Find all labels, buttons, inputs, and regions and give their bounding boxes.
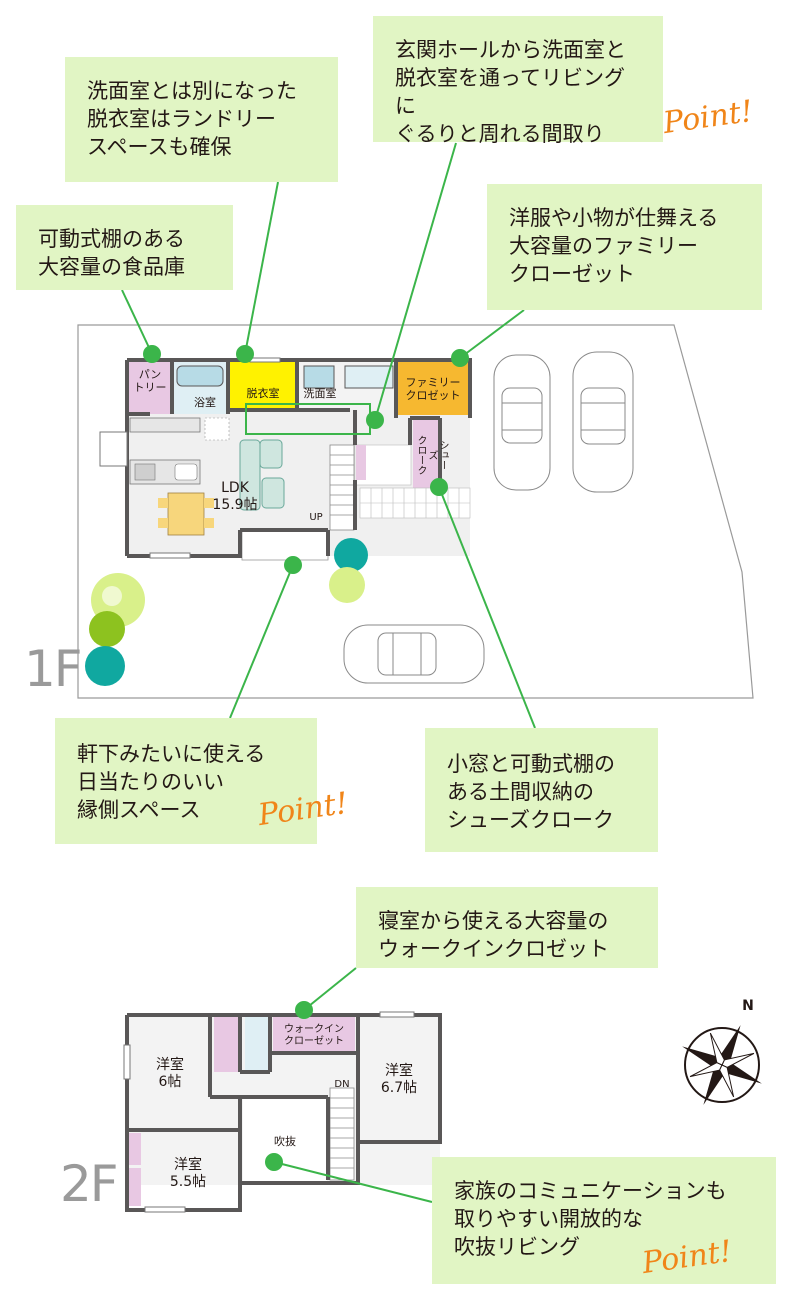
house-1f	[99, 357, 472, 561]
room-label-pantry: パン トリー	[133, 368, 167, 394]
room-label-2f-room1: 洋室	[156, 1057, 184, 1073]
engawa-deck	[241, 529, 329, 561]
car-icon-2	[572, 351, 634, 493]
floor-label-1f: 1F	[24, 640, 83, 698]
room-label-family-closet: ファミリー クロゼット	[405, 376, 461, 402]
room-label-2f-room2: 洋室	[385, 1063, 413, 1079]
room-label-shoe-cloak: シュー ズ クローク	[415, 435, 448, 475]
car-icons	[343, 351, 634, 684]
room-label-2f-room3-size: 5.5帖	[169, 1174, 207, 1190]
callout-walk-in: 寝室から使える大容量の ウォークインクロゼット	[356, 887, 658, 968]
callout-entrance-loop: 玄関ホールから洗面室と 脱衣室を通ってリビングに ぐるりと周れる間取り	[373, 16, 663, 146]
room-label-2f-room3: 洋室	[174, 1157, 202, 1173]
room-label-ldk: LDK	[221, 480, 249, 496]
dining-table	[167, 492, 205, 536]
callout-engawa: 軒下みたいに使える 日当たりのいい 縁側スペース	[55, 718, 317, 844]
stairs-dn-label: DN	[334, 1079, 350, 1090]
stairs-up-label: UP	[309, 512, 323, 523]
room-label-2f-room2-size: 6.7帖	[380, 1080, 418, 1096]
storage-2f	[245, 1017, 270, 1072]
compass-north-label: N	[742, 998, 754, 1014]
callout-shoe-cloak: 小窓と可動式棚の ある土間収納の シューズクローク	[425, 728, 658, 852]
dressing-room	[229, 360, 297, 410]
lot-outline-1f	[77, 324, 754, 699]
compass-icon	[682, 1025, 762, 1105]
sofa	[239, 439, 285, 511]
car-icon-1	[493, 354, 551, 491]
callout-fukinuke: 家族のコミュニケーションも 取りやすい開放的な 吹抜リビング	[432, 1157, 776, 1284]
stairs-1f	[329, 444, 355, 531]
fukinuke-void	[243, 1097, 327, 1183]
family-closet-room	[398, 360, 468, 415]
callout-pantry: 可動式棚のある 大容量の食品庫	[16, 205, 233, 290]
closet-2f-a	[214, 1017, 240, 1072]
walk-in-closet-room	[273, 1017, 355, 1053]
room-label-fukinuke: 吹抜	[274, 1135, 296, 1148]
room-label-walk-in: ウォークイン クローゼット	[284, 1024, 344, 1047]
room-label-dressing: 脱衣室	[246, 387, 280, 400]
room-label-washroom: 洗面室	[303, 387, 337, 400]
callout-laundry: 洗面室とは別になった 脱衣室はランドリー スペースも確保	[65, 57, 338, 182]
room-label-2f-room1-size: 6帖	[158, 1074, 182, 1090]
stairs-2f	[329, 1087, 355, 1181]
floor-label-2f: 2F	[60, 1155, 119, 1213]
leader-lines	[121, 142, 536, 1203]
pantry-room	[127, 360, 171, 414]
room-label-ldk-size: 15.9帖	[212, 497, 258, 513]
car-icon-3	[343, 624, 485, 684]
room-label-bath: 浴室	[194, 396, 216, 409]
shoe-cloak-room	[413, 418, 439, 490]
callout-family-closet: 洋服や小物が仕舞える 大容量のファミリー クローゼット	[487, 184, 762, 310]
tree-icons	[85, 538, 368, 686]
